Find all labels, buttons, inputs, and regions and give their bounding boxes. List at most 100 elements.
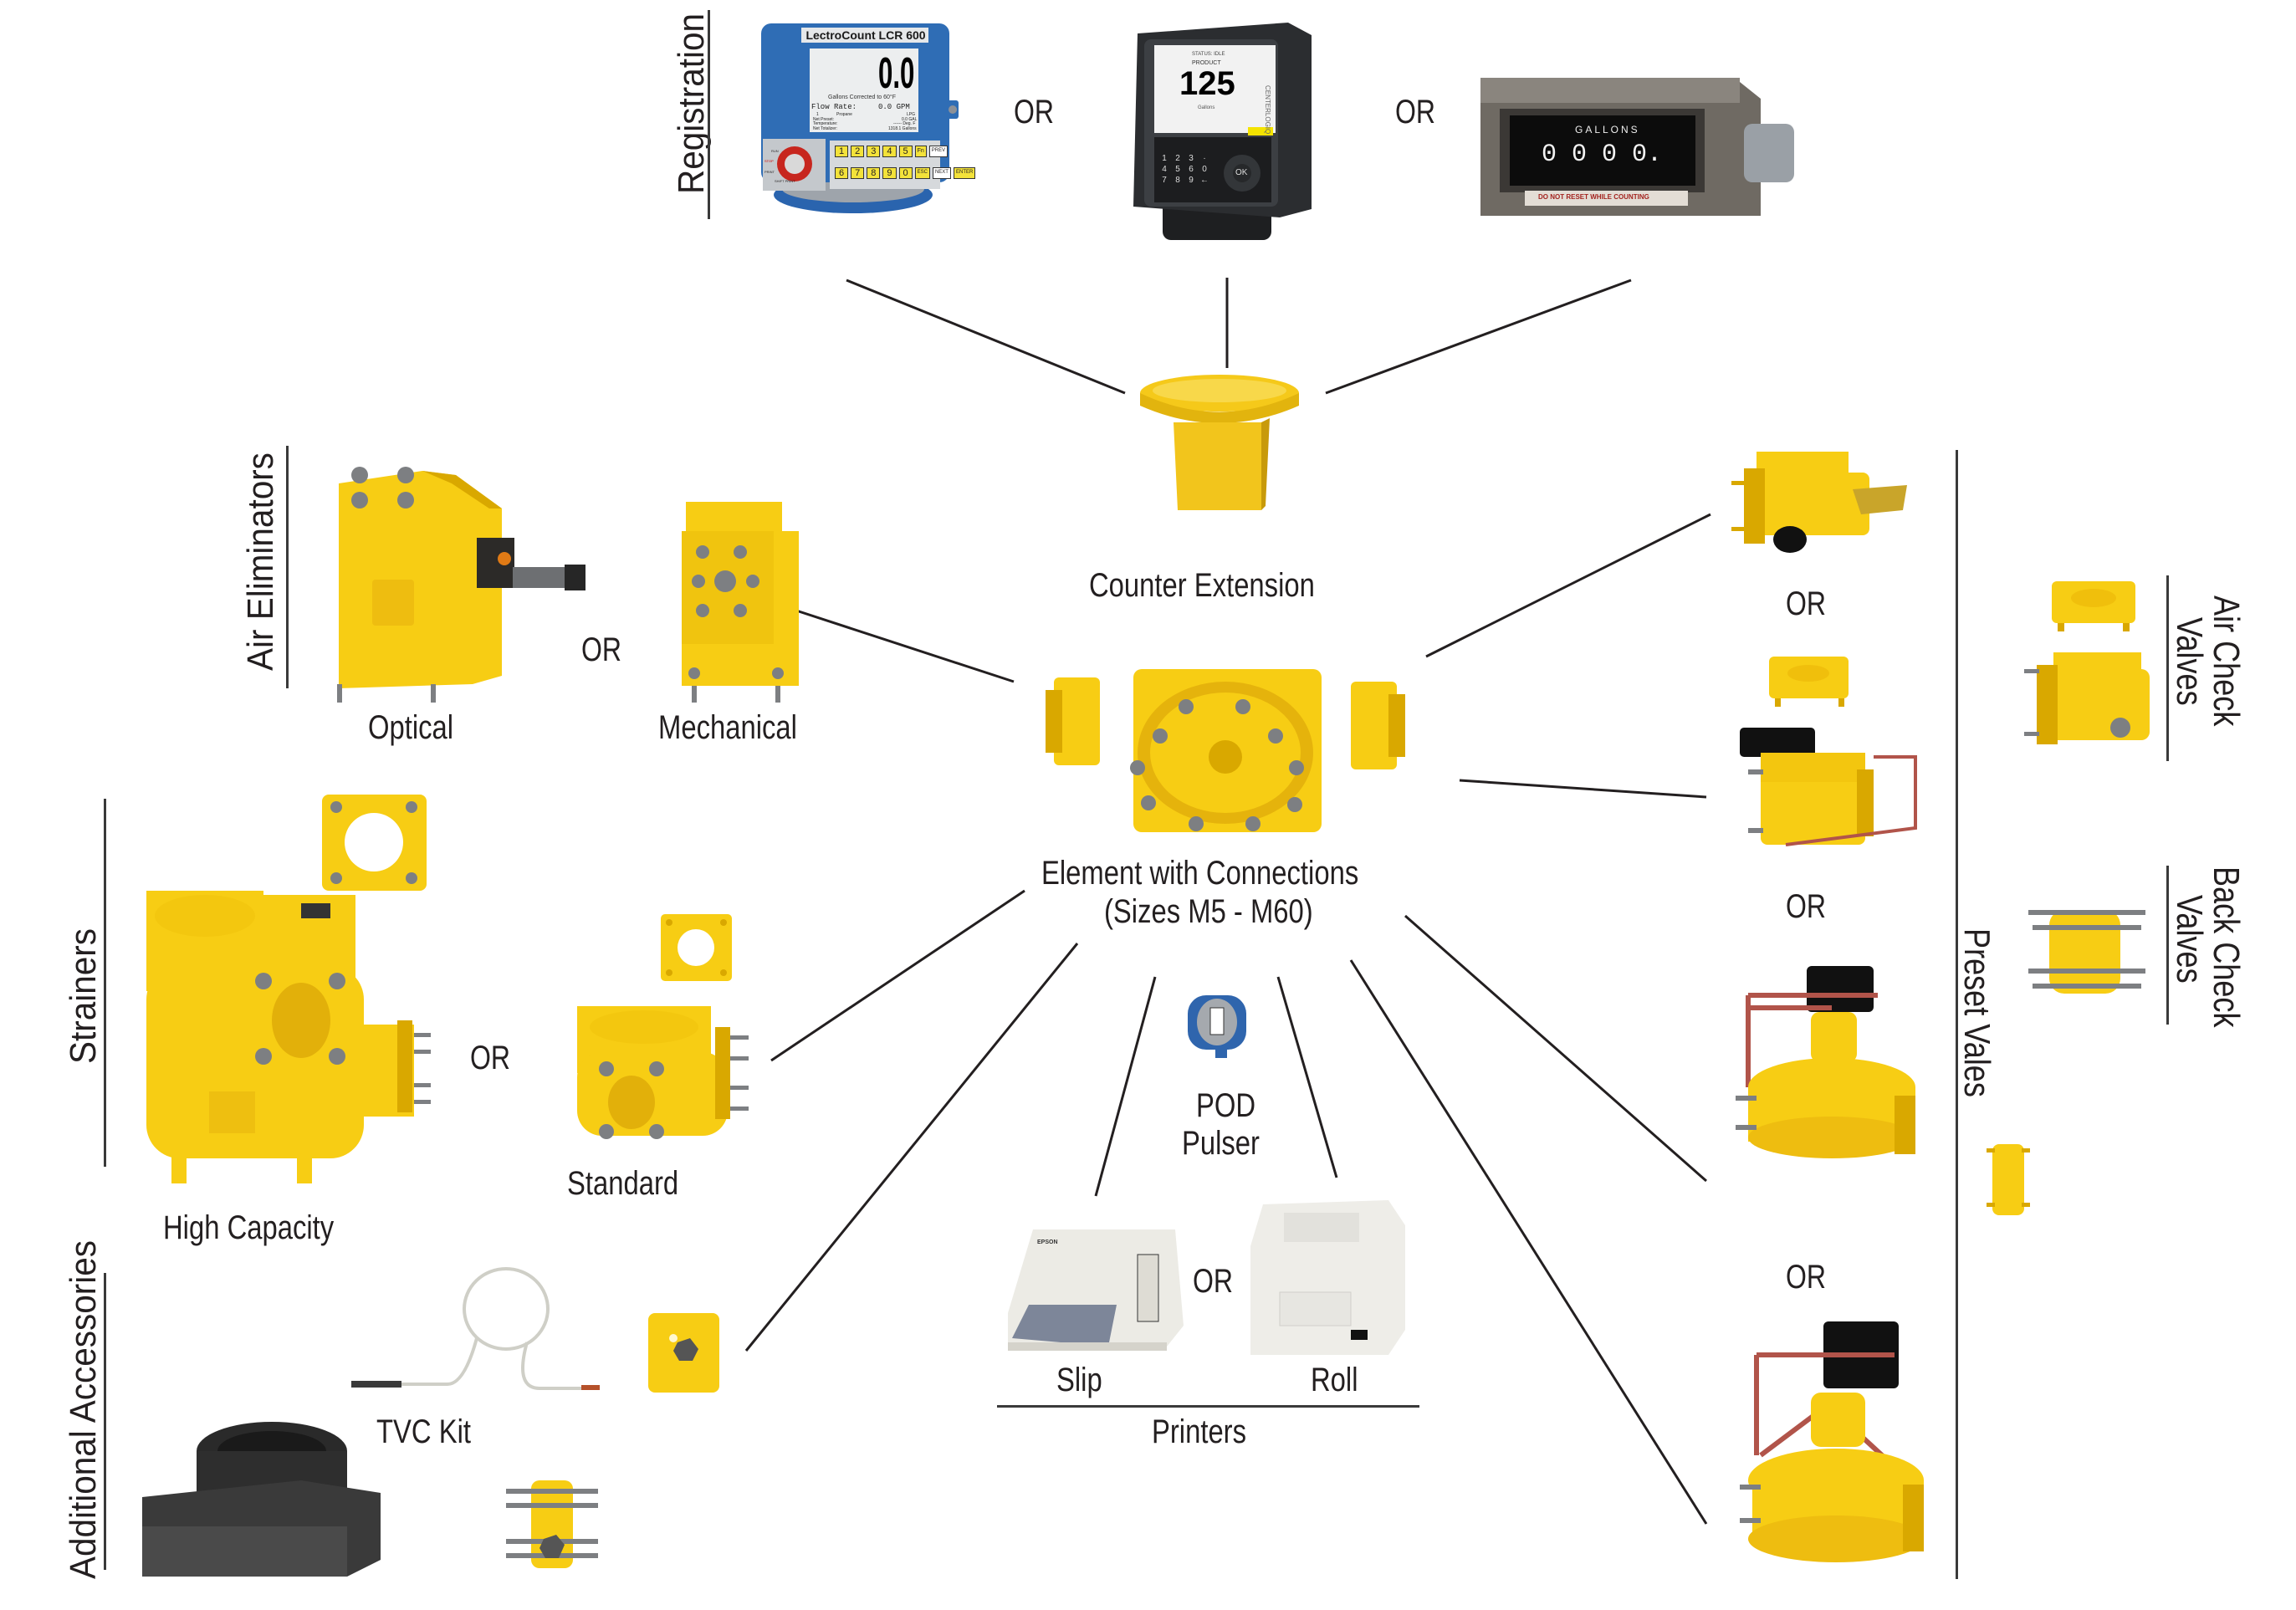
connector-slip-printer	[1094, 976, 1157, 1197]
mechanical-register-warning: DO NOT RESET WHILE COUNTING	[1538, 193, 1649, 201]
lcr600-key: 0	[898, 167, 913, 179]
lcr600-product: Propane	[836, 112, 852, 117]
lcr600-key: 8	[867, 167, 881, 179]
lcr600-key-enter: ENTER	[953, 167, 976, 179]
tvc-kit-label: TVC Kit	[376, 1413, 471, 1450]
element-label-line1: Element with Connections	[1041, 855, 1359, 892]
lcr600-product-no: 1	[816, 112, 819, 117]
or-label: OR	[581, 631, 621, 668]
section-preset-valves: Preset Vales	[1956, 928, 1997, 1097]
optical-label: Optical	[368, 709, 454, 746]
air-eliminators-divider	[286, 446, 289, 688]
lcr600-knob-stop: STOP	[764, 159, 774, 163]
lcr-ique-keypad: 1 2 3 · 4 5 6 0 7 8 9 ←	[1158, 154, 1210, 185]
accessories-divider	[104, 1273, 106, 1570]
section-registration: Registration	[671, 13, 712, 194]
lcr-ique-status: STATUS: IDLE	[1192, 52, 1225, 57]
counter-extension-part	[1136, 372, 1303, 523]
lcr600-big-value: 0.0	[878, 49, 915, 98]
pod-pulser-part	[1184, 987, 1255, 1062]
lcr600-key-fn: Fn	[914, 146, 927, 157]
standard-strainer	[569, 1002, 757, 1161]
connector-preset-top	[1425, 513, 1711, 658]
connector-preset-lower	[1404, 914, 1707, 1183]
air-check-divider	[2166, 575, 2169, 761]
air-check-flange	[2048, 577, 2140, 636]
roll-label: Roll	[1311, 1362, 1358, 1398]
printers-label: Printers	[1152, 1413, 1247, 1450]
lcr600-key: 7	[851, 167, 865, 179]
slip-printer-brand: EPSON	[1037, 1239, 1058, 1245]
lcr-ique-key: 6	[1189, 165, 1194, 174]
element-label-line2: (Sizes M5 - M60)	[1104, 893, 1313, 930]
back-check-adapter	[1982, 1136, 2033, 1219]
or-label: OR	[1786, 888, 1826, 925]
connector-accessory	[744, 943, 1079, 1352]
section-back-check-line2: Valves	[2169, 895, 2210, 984]
lcr600-key: 2	[851, 146, 865, 157]
standard-label: Standard	[567, 1165, 679, 1202]
lcr-ique-key: ←	[1200, 176, 1209, 185]
registration-divider	[708, 10, 710, 219]
lcr600-brand: LectroCount LCR 600	[805, 28, 926, 42]
lcr-ique-unit: Gallons	[1198, 105, 1215, 110]
lcr600-key-next: NEXT	[932, 167, 951, 179]
lcr-ique-key: 8	[1175, 176, 1180, 185]
lcr-ique-register: STATUS: IDLE PRODUCT 125 Gallons CENTERL…	[1121, 18, 1322, 244]
lcr600-knob-shift-print: SHIFT PRINT	[775, 179, 795, 183]
lcr600-totalizer-value: 1318.1 Gallons	[888, 126, 917, 131]
lcr-ique-key: 3	[1189, 154, 1194, 163]
or-label: OR	[1786, 585, 1826, 622]
lcr600-knob-run: RUN	[771, 149, 779, 153]
connector-roll-printer	[1276, 976, 1338, 1178]
connector-registration-left	[846, 279, 1126, 395]
strainer-flange-small	[657, 910, 736, 985]
high-capacity-strainer	[138, 882, 439, 1200]
or-label: OR	[470, 1040, 510, 1076]
lcr600-key: 4	[882, 146, 897, 157]
lcr-ique-key: 5	[1175, 165, 1180, 174]
lcr-ique-key: 1	[1162, 154, 1167, 163]
mechanical-air-eliminator	[673, 493, 807, 703]
preset-valve-diaphragm	[1731, 962, 1924, 1171]
connector-air-eliminator	[795, 609, 1015, 683]
lcr600-keypad-bottom: 6 7 8 9 0 ESC NEXT ENTER	[835, 167, 976, 179]
lcr600-flow-label: Flow Rate:	[811, 103, 857, 111]
mechanical-register-unit: GALLONS	[1575, 124, 1640, 135]
preset-valve-solenoid	[1736, 719, 1928, 861]
lcr-ique-value: 125	[1179, 65, 1235, 102]
lcr600-temp-value: ------ Deg. F	[893, 121, 916, 126]
meter-element-part	[1046, 661, 1405, 836]
counter-extension-label: Counter Extension	[1089, 567, 1315, 604]
lcr600-net-preset-label: Net Preset:	[813, 117, 835, 122]
section-air-check-line2: Valves	[2169, 617, 2210, 706]
high-capacity-label: High Capacity	[163, 1209, 335, 1246]
mechanical-register: GALLONS 0 0 0 0. DO NOT RESET WHILE COUN…	[1476, 74, 1811, 224]
section-air-eliminators: Air Eliminators	[240, 452, 281, 671]
lcr600-keypad-top: 1 2 3 4 5 Fn PREV	[835, 146, 949, 157]
lcr600-corrected: Gallons Corrected to 60°F	[828, 95, 897, 100]
lcr-ique-key: 7	[1162, 176, 1167, 185]
strainer-flange-large	[318, 790, 431, 895]
lcr600-temp-label: Temperature:	[813, 121, 838, 126]
pod-label-line2: Pulser	[1182, 1125, 1260, 1162]
section-strainers: Strainers	[63, 928, 104, 1064]
lcr600-totalizer-label: Net Totalizer:	[813, 126, 838, 131]
lcr600-flow-value: 0.0 GPM	[878, 103, 910, 111]
preset-valve-flange	[1765, 652, 1853, 711]
lcr-ique-key: ·	[1203, 154, 1206, 163]
lcr600-net-preset-value: 0.0 GAL	[902, 117, 918, 122]
lcr600-knob-print: PRINT	[764, 170, 775, 174]
preset-valve-diaphragm-dual	[1736, 1313, 1936, 1577]
lcr600-register: LectroCount LCR 600 0.0 Gallons Correcte…	[753, 23, 976, 216]
lcr600-key-prev: PREV	[928, 146, 949, 157]
section-air-check-line1: Air Check	[2206, 595, 2247, 727]
or-label: OR	[1395, 94, 1435, 130]
connector-preset-bottom	[1349, 959, 1708, 1525]
lcr-ique-brand: CENTERLOGIQ	[1264, 85, 1271, 135]
lcr-ique-product: PRODUCT	[1192, 60, 1221, 66]
strainers-divider	[104, 799, 106, 1167]
lcr600-key-esc: ESC	[914, 167, 930, 179]
optical-air-eliminator	[322, 450, 590, 703]
